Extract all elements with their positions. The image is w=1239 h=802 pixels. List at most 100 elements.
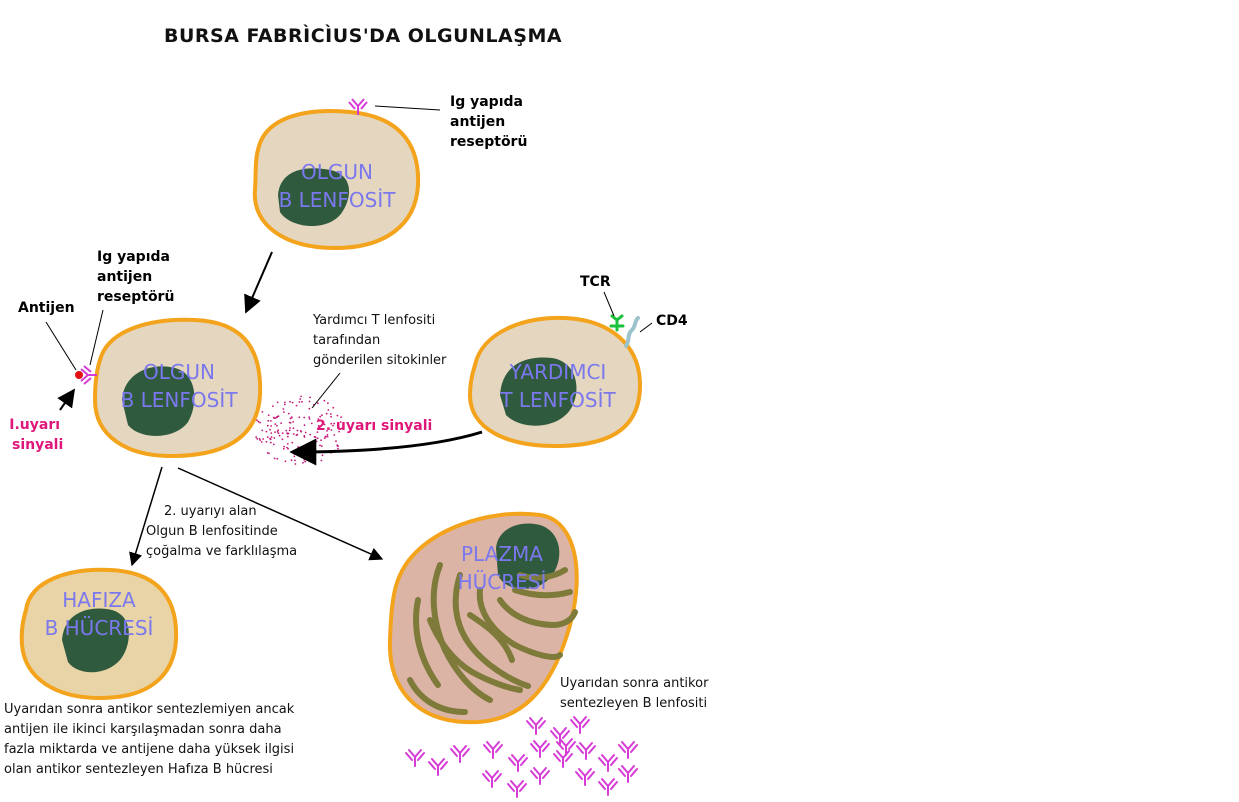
antibody-icon	[576, 742, 596, 760]
cytokines-label: Yardımcı T lenfositi tarafından gönderil…	[313, 311, 446, 371]
antibody-icon	[508, 754, 528, 772]
antibody-icon	[618, 765, 638, 783]
cytokine-dot	[282, 408, 285, 410]
label-line: reseptörü	[450, 134, 528, 150]
cell-label-memory: HAFIZA B HÜCRESİ	[24, 586, 174, 642]
cytokine-dot	[265, 440, 268, 443]
label-line: antijen	[450, 114, 506, 130]
cytokine-dot	[336, 444, 339, 447]
tcr-label: TCR	[580, 274, 611, 290]
cytokine-dot	[277, 429, 280, 432]
cytokine-dot	[260, 441, 263, 443]
cytokine-dot	[255, 436, 258, 439]
cytokine-dot	[289, 427, 291, 429]
cd4-label: CD4	[656, 313, 688, 329]
antibody-icon	[405, 749, 425, 767]
cytokine-dot	[292, 433, 295, 435]
cytokine-dot	[284, 460, 287, 463]
cytokine-dot	[326, 430, 328, 432]
antibody-icon	[598, 754, 618, 772]
mature-b-cell-mid	[92, 317, 263, 459]
cell-label-plasma: PLAZMA HÜCRESİ	[432, 540, 572, 596]
cytokine-dot	[296, 429, 299, 432]
cytokine-dot	[286, 443, 289, 445]
cell-label-helper-t: YARDIMCI T LENFOSİT	[478, 358, 638, 414]
label-line: tarafından	[313, 333, 381, 348]
antibody-icon	[598, 778, 618, 796]
cytokine-dot	[289, 417, 292, 420]
cytokine-dot	[313, 455, 316, 457]
cytokine-dot	[320, 445, 323, 447]
cell-label-line: B LENFOSİT	[278, 188, 396, 212]
cytokine-dot	[287, 412, 290, 415]
label-line: 2. uyarıyı alan	[164, 504, 257, 519]
cd4-receptor	[624, 316, 640, 348]
cytokine-dot	[319, 444, 321, 447]
arrow-to-memory	[129, 466, 163, 567]
ig-receptor-left-label: Ig yapıda antijen reseptörü	[97, 247, 174, 307]
cytokine-dot	[313, 435, 316, 438]
cytokine-dot	[257, 420, 260, 423]
cell-label-line: T LENFOSİT	[500, 388, 616, 412]
cytokine-dot	[300, 454, 303, 457]
cytokine-dot	[276, 457, 279, 460]
antibody-icon	[526, 717, 546, 735]
cytokine-dot	[270, 436, 273, 438]
mature-b-cell-top	[252, 108, 421, 251]
label-line: Uyarıdan sonra antikor	[560, 676, 709, 691]
antibody-icon	[575, 768, 595, 786]
cytokine-dot	[256, 438, 259, 440]
cytokine-dot	[323, 437, 326, 440]
cytokine-dot	[330, 415, 332, 418]
antigen-label: Antijen	[18, 300, 75, 316]
pointer-line-left-receptor	[89, 309, 104, 366]
ig-receptor-top	[348, 98, 368, 115]
cytokine-dot	[274, 417, 277, 419]
cytokine-dot	[261, 411, 264, 413]
cytokine-dot	[266, 424, 269, 427]
memory-description: Uyarıdan sonra antikor sentezlemiyen anc…	[4, 700, 294, 780]
cytokine-dot	[276, 401, 279, 404]
antibody-icon	[553, 750, 573, 768]
cytokine-dot	[274, 423, 277, 425]
cytokine-dot	[299, 398, 302, 400]
cytokine-dot	[256, 419, 258, 422]
cytokine-dot	[277, 432, 280, 434]
cytokine-dot	[308, 446, 311, 449]
cytokine-dot	[336, 414, 339, 417]
label-line: sentezleyen B lenfositi	[560, 696, 708, 711]
cytokine-dot	[319, 415, 322, 418]
plasma-description: Uyarıdan sonra antikor sentezleyen B len…	[560, 674, 708, 714]
cytokine-dot	[286, 446, 288, 449]
cytokine-dot	[276, 416, 278, 419]
label-line: gönderilen sitokinler	[313, 353, 447, 368]
cytokine-dot	[267, 419, 270, 422]
arrow-signal-1	[57, 388, 76, 411]
label-line: fazla miktarda ve antijene daha yüksek i…	[4, 742, 295, 757]
pointer-line-tcr	[603, 291, 615, 317]
cytokine-dot	[330, 429, 333, 431]
cytokine-dot	[301, 400, 303, 403]
cytokine-dot	[291, 401, 294, 404]
cytokine-dot	[332, 424, 334, 427]
cytokine-dot	[259, 439, 262, 441]
cytokine-dot	[326, 433, 329, 436]
tcr-receptor	[609, 314, 625, 332]
cell-label-line: B HÜCRESİ	[44, 616, 154, 640]
cytokine-dot	[327, 402, 329, 405]
rough-er	[407, 562, 578, 715]
cytokine-dot	[309, 396, 311, 399]
antibody-icon	[507, 780, 527, 798]
arrow-signal-2	[289, 430, 483, 466]
cytokine-dot	[273, 457, 276, 460]
cell-label-line: OLGUN	[301, 160, 373, 184]
label-line: Ig yapıda	[97, 249, 170, 265]
ig-receptor-left	[80, 365, 97, 385]
cytokine-dot	[340, 416, 342, 418]
plasma-cell	[387, 511, 579, 725]
cytokine-dot	[303, 424, 306, 427]
cytokine-dot	[274, 431, 276, 433]
memory-b-cell	[19, 567, 179, 701]
antigen-dot	[75, 371, 83, 379]
cell-label-mature-top: OLGUN B LENFOSİT	[262, 158, 412, 214]
